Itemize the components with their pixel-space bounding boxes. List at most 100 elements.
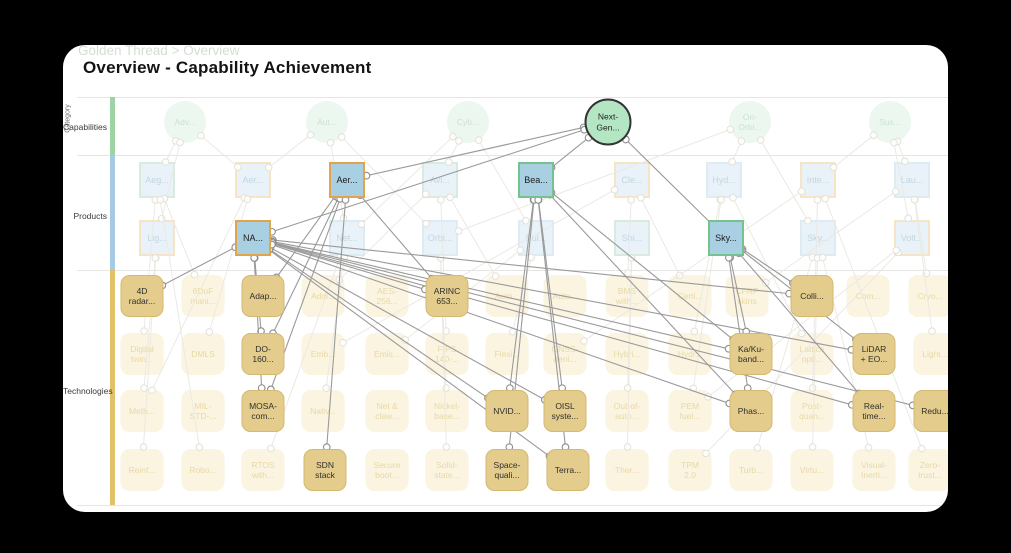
node-label: Bea... <box>524 174 548 185</box>
node-pem[interactable]: PEM fuel... <box>668 390 712 432</box>
node-rtos[interactable]: RTOS with... <box>241 449 285 491</box>
node-ka-ku[interactable]: Ka/Ku- band... <box>729 333 773 375</box>
node-terra[interactable]: Terra... <box>546 449 590 491</box>
node-label: Emb... <box>310 348 336 359</box>
node-label: 6DoF mani... <box>190 285 216 306</box>
node-label: Adv... <box>174 116 196 127</box>
node-emis[interactable]: Emis... <box>365 333 409 375</box>
node-cryo[interactable]: Cryo... <box>908 275 948 317</box>
node-sdn-stack[interactable]: SDN stack <box>303 449 347 491</box>
node-label: Reinf... <box>128 464 156 475</box>
node-digital-twin[interactable]: Digital twin... <box>120 333 164 375</box>
node-label: Inte... <box>806 174 830 185</box>
node-turb[interactable]: Turb... <box>729 449 773 491</box>
node-meth[interactable]: Meth... <box>120 390 164 432</box>
node-gnss[interactable]: GNSS- deni... <box>543 333 587 375</box>
node-label: Next- Gen... <box>596 111 620 132</box>
node-cle[interactable]: Cle... <box>614 162 650 198</box>
node-do-160[interactable]: DO- 160... <box>241 333 285 375</box>
node-label: GNSS- deni... <box>551 343 579 364</box>
grid-line-top <box>77 97 948 98</box>
breadcrumb: Golden Thread > Overview <box>78 45 240 58</box>
node-label: Net & claw... <box>375 400 399 421</box>
node-real-time[interactable]: Real- time... <box>852 390 896 432</box>
node-label: Solid- state... <box>434 459 460 480</box>
node-phas[interactable]: Phas... <box>729 390 773 432</box>
node-label: Real- time... <box>862 400 886 421</box>
node-label: Sky... <box>715 232 737 243</box>
node-out-of[interactable]: Out-of- auto... <box>605 390 649 432</box>
node-label: Virtu... <box>799 464 825 475</box>
node-6dof[interactable]: 6DoF mani... <box>181 275 225 317</box>
node-na[interactable]: NA... <box>235 220 271 256</box>
node-label: Net... <box>336 232 358 243</box>
node-label: Cyb... <box>456 116 480 127</box>
node-lig[interactable]: Lig... <box>139 220 175 256</box>
node-label: Space- quali... <box>493 459 521 480</box>
node-light[interactable]: Light... <box>913 333 948 375</box>
node-nickel[interactable]: Nickel- base... <box>425 390 469 432</box>
node-label: Lig... <box>147 232 167 243</box>
node-visual-inerti[interactable]: Visual- Inerti... <box>852 449 896 491</box>
node-label: Zero- trust... <box>918 459 942 480</box>
node-adap[interactable]: Adap... <box>241 275 285 317</box>
node-label: FIPS 140-... <box>434 343 460 364</box>
node-on-orbi[interactable]: On- Orbi... <box>729 101 771 143</box>
node-virtu[interactable]: Virtu... <box>790 449 834 491</box>
node-label: Cryo... <box>917 290 943 301</box>
node-oisl[interactable]: OISL syste... <box>543 390 587 432</box>
node-space-quali[interactable]: Space- quali... <box>485 449 529 491</box>
node-label: Ka/Ku- band... <box>738 343 764 364</box>
node-nvid[interactable]: NVID... <box>485 390 529 432</box>
node-zero-trust[interactable]: Zero- trust... <box>908 449 948 491</box>
node-bea[interactable]: Bea... <box>518 162 554 198</box>
node-label: Robo... <box>189 464 217 475</box>
node-label: Visual- Inerti... <box>861 459 887 480</box>
node-colli[interactable]: Colli... <box>790 275 834 317</box>
node-label: PEM fuel... <box>679 400 701 421</box>
node-next-gen[interactable]: Next- Gen... <box>584 98 632 146</box>
node-label: Colli... <box>800 290 824 301</box>
grid-line-bottom <box>77 505 948 506</box>
node-label: NVID... <box>493 405 521 416</box>
node-aeg[interactable]: Aeg... <box>139 162 175 198</box>
node-label: Secure boot... <box>373 459 401 480</box>
node-flexi[interactable]: Flexi... <box>485 333 529 375</box>
node-hyd[interactable]: Hyd... <box>706 162 742 198</box>
node-label: Light... <box>922 348 948 359</box>
node-label: Shi... <box>621 232 643 243</box>
node-label: AES- 256... <box>376 285 398 306</box>
node-label: Meth... <box>129 405 155 416</box>
node-label: DMLS <box>191 348 215 359</box>
node-robo[interactable]: Robo... <box>181 449 225 491</box>
node-label: Terra... <box>554 464 582 475</box>
node-lau[interactable]: Lau... <box>894 162 930 198</box>
node-secure-boot[interactable]: Secure boot... <box>365 449 409 491</box>
node-4d-radar[interactable]: 4D radar... <box>120 275 164 317</box>
node-emb[interactable]: Emb... <box>301 333 345 375</box>
node-label: Nickel- base... <box>434 400 460 421</box>
node-net-claw[interactable]: Net & claw... <box>365 390 409 432</box>
node-arinc-653[interactable]: ARINC 653... <box>425 275 469 317</box>
node-lidar-eo[interactable]: LiDAR + EO... <box>852 333 896 375</box>
node-label: ARINC 653... <box>433 285 461 306</box>
node-ther[interactable]: Ther... <box>605 449 649 491</box>
node-sky[interactable]: Sky... <box>708 220 744 256</box>
node-mil-std[interactable]: MIL- STD-... <box>181 390 225 432</box>
node-label: Cle... <box>621 174 643 185</box>
node-label: DO- 160... <box>252 343 274 364</box>
node-solid-state[interactable]: Solid- state... <box>425 449 469 491</box>
node-nativ[interactable]: Nativ... <box>301 390 345 432</box>
node-redu[interactable]: Redu... <box>913 390 948 432</box>
node-label: Aut... <box>317 116 337 127</box>
node-volt[interactable]: Volt... <box>894 220 930 256</box>
node-mosa-com[interactable]: MOSA- com... <box>241 390 285 432</box>
node-post-quan[interactable]: Post- quan... <box>790 390 834 432</box>
node-dmls[interactable]: DMLS <box>181 333 225 375</box>
diagram-canvas: Golden Thread > Overview Overview - Capa… <box>63 45 948 512</box>
node-label: Hydr... <box>677 348 703 359</box>
node-reinf[interactable]: Reinf... <box>120 449 164 491</box>
node-label: LiDAR + EO... <box>860 343 888 364</box>
node-aer2[interactable]: Aer... <box>329 162 365 198</box>
node-label: TPM 2.0 <box>681 459 699 480</box>
